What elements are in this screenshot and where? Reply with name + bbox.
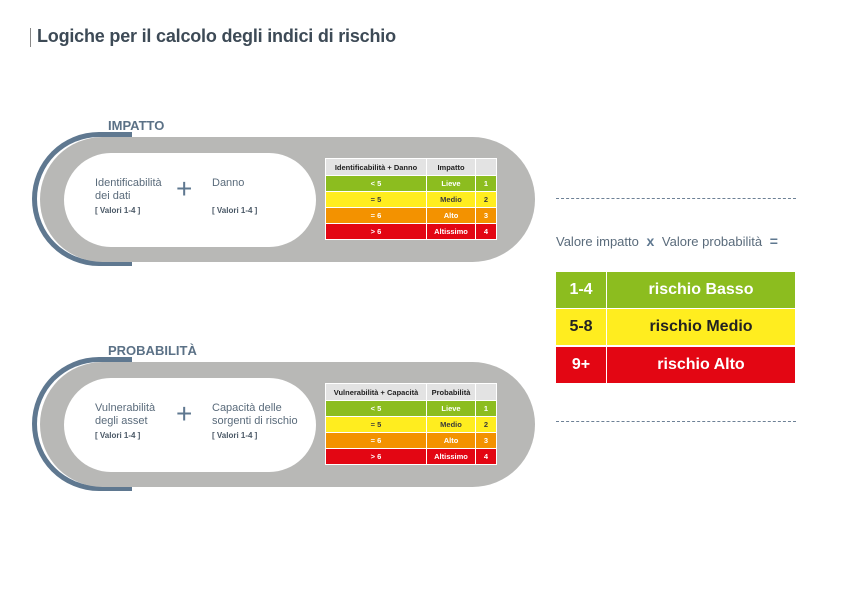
term-values: [ Valori 1-4 ]	[95, 206, 141, 215]
impatto-term-danno: Danno [ Valori 1-4 ]	[212, 177, 257, 217]
impatto-table: Identificabilità + Danno Impatto < 5 Lie…	[325, 158, 497, 240]
table-cell: Altissimo	[427, 449, 475, 464]
table-header	[476, 384, 496, 400]
probabilita-term-vulnerabilita: Vulnerabilità degli asset [ Valori 1-4 ]	[95, 402, 155, 442]
impatto-inner-pill	[64, 153, 316, 247]
risk-range: 9+	[556, 347, 607, 383]
table-header-row: Vulnerabilità + Capacità Probabilità	[326, 384, 496, 400]
divider-top	[556, 198, 796, 199]
table-cell: Altissimo	[427, 224, 475, 239]
table-cell: Alto	[427, 433, 475, 448]
table-row: > 6 Altissimo 4	[326, 449, 496, 464]
term-values: [ Valori 1-4 ]	[95, 431, 141, 440]
table-header: Vulnerabilità + Capacità	[326, 384, 426, 400]
title-divider	[30, 28, 31, 47]
risk-formula: Valore impatto x Valore probabilità =	[556, 233, 782, 249]
table-cell: 4	[476, 224, 496, 239]
table-row: = 5 Medio 2	[326, 192, 496, 207]
term-line: sorgenti di rischio	[212, 415, 298, 427]
table-cell: Medio	[427, 192, 475, 207]
table-row: = 6 Alto 3	[326, 208, 496, 223]
probabilita-arc	[32, 357, 132, 491]
multiply-operator: x	[646, 233, 655, 249]
table-cell: < 5	[326, 401, 426, 416]
plus-icon: +	[176, 173, 193, 204]
probabilita-term-capacita: Capacità delle sorgenti di rischio [ Val…	[212, 402, 298, 442]
table-cell: 1	[476, 401, 496, 416]
impatto-arc	[32, 132, 132, 266]
risk-row-basso: 1-4 rischio Basso	[556, 272, 795, 308]
risk-label: rischio Medio	[649, 318, 753, 335]
equals-operator: =	[769, 233, 778, 249]
term-line: dei dati	[95, 190, 131, 202]
risk-row-alto: 9+ rischio Alto	[556, 347, 795, 383]
probabilita-label: PROBABILITÀ	[108, 343, 197, 358]
table-cell: 2	[476, 192, 496, 207]
table-row: > 6 Altissimo 4	[326, 224, 496, 239]
table-cell: = 6	[326, 208, 426, 223]
risk-range: 1-4	[556, 272, 607, 308]
table-row: < 5 Lieve 1	[326, 401, 496, 416]
formula-probabilita: Valore probabilità	[661, 234, 763, 249]
table-row: = 6 Alto 3	[326, 433, 496, 448]
term-line: Danno	[212, 177, 245, 189]
term-line: degli asset	[95, 415, 148, 427]
term-values: [ Valori 1-4 ]	[212, 206, 258, 215]
impatto-term-identificabilita: Identificabilità dei dati [ Valori 1-4 ]	[95, 177, 162, 217]
page-title: Logiche per il calcolo degli indici di r…	[37, 26, 396, 46]
term-line: Capacità delle	[212, 402, 282, 414]
table-header	[476, 159, 496, 175]
table-cell: 2	[476, 417, 496, 432]
table-header-row: Identificabilità + Danno Impatto	[326, 159, 496, 175]
table-cell: = 5	[326, 192, 426, 207]
risk-label: rischio Alto	[657, 356, 745, 373]
table-cell: Lieve	[427, 176, 475, 191]
table-cell: Alto	[427, 208, 475, 223]
probabilita-inner-pill	[64, 378, 316, 472]
risk-row-medio: 5-8 rischio Medio	[556, 309, 795, 345]
table-cell: < 5	[326, 176, 426, 191]
term-line: Identificabilità	[95, 177, 162, 189]
risk-label: rischio Basso	[648, 281, 754, 298]
table-cell: 3	[476, 208, 496, 223]
plus-icon: +	[176, 398, 193, 429]
table-cell: = 6	[326, 433, 426, 448]
table-cell: > 6	[326, 224, 426, 239]
term-values: [ Valori 1-4 ]	[212, 431, 258, 440]
risk-range: 5-8	[556, 309, 607, 345]
table-cell: > 6	[326, 449, 426, 464]
table-cell: 1	[476, 176, 496, 191]
table-cell: = 5	[326, 417, 426, 432]
term-line: Vulnerabilità	[95, 402, 156, 414]
impatto-label: IMPATTO	[108, 118, 165, 133]
formula-impatto: Valore impatto	[556, 234, 639, 249]
table-cell: 4	[476, 449, 496, 464]
probabilita-table: Vulnerabilità + Capacità Probabilità < 5…	[325, 383, 497, 465]
table-cell: Lieve	[427, 401, 475, 416]
table-cell: 3	[476, 433, 496, 448]
table-cell: Medio	[427, 417, 475, 432]
divider-bottom	[556, 421, 796, 422]
table-row: < 5 Lieve 1	[326, 176, 496, 191]
table-header: Impatto	[427, 159, 475, 175]
table-header: Probabilità	[427, 384, 475, 400]
table-row: = 5 Medio 2	[326, 417, 496, 432]
table-header: Identificabilità + Danno	[326, 159, 426, 175]
